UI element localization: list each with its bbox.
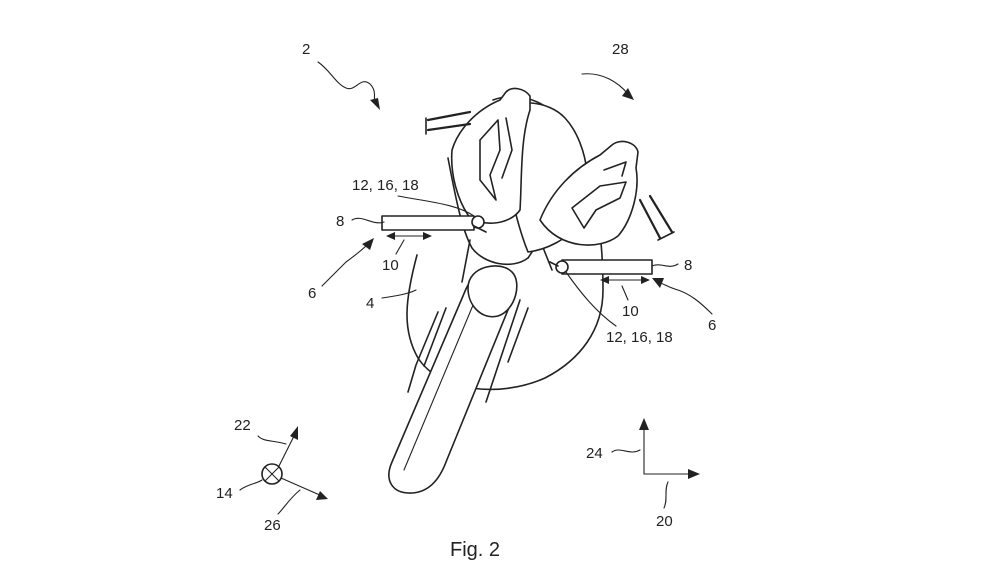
label-26: 26 [264,517,281,534]
label-14: 14 [216,485,233,502]
frame-horizontal-head [688,469,700,479]
leader-8-right [651,263,679,267]
label-28: 28 [612,41,629,58]
label-20: 20 [656,513,673,530]
axis-diagonal-head [316,491,328,500]
mirror-stalk-right-1 [638,198,662,240]
leader-2-head [370,98,380,110]
body-nose-left [447,157,529,266]
joint-right-link [549,261,559,267]
leader-joint-left [397,195,475,217]
label-24: 24 [586,445,603,462]
leader-14 [239,479,263,491]
label-joint-left: 12, 16, 18 [352,177,419,194]
headlight-hump [467,265,518,318]
axis-vertical-arrow [278,431,297,467]
label-8-left: 8 [336,213,344,230]
label-22: 22 [234,417,251,434]
headlight-lens-right [571,181,627,229]
leader-10-left [395,239,405,255]
leader-10-right [621,285,629,301]
label-6-left: 6 [308,285,316,302]
leader-6-left [321,243,369,287]
leader-6-right-head [652,278,664,288]
body-nose-center [461,239,471,283]
joint-left-link [473,225,487,233]
headlight-lens-left-inner [501,117,513,179]
axis-diagonal-arrow [280,477,323,497]
headlight-lens-right-inner [603,161,627,177]
fork-left [407,311,439,393]
fork-left-inner [423,307,447,367]
travel-arrow-left-head-b [423,232,432,240]
leader-6-right [657,281,713,315]
mirror-right-end [657,231,675,241]
wing-surface-right [561,259,653,275]
label-6-right: 6 [708,317,716,334]
fork-right-inner [507,307,529,363]
fork-right [485,299,521,403]
leader-20 [663,481,669,509]
leader-2 [317,61,377,105]
travel-arrow-left-head-a [386,232,395,240]
leader-22 [257,435,287,445]
headlight-housing-left [450,87,531,225]
label-10-left: 10 [382,257,399,274]
mirror-stalk-left-2 [426,122,472,132]
label-joint-right: 12, 16, 18 [606,329,673,346]
label-2: 2 [302,41,310,58]
leader-24 [611,449,641,453]
leader-8-left [351,217,385,224]
leader-26 [277,489,301,515]
label-8-right: 8 [684,257,692,274]
figure-caption: Fig. 2 [450,539,500,561]
mirror-stalk-left-1 [426,110,472,122]
leader-4 [381,289,417,299]
tire-inner-line [403,297,477,471]
axis-point-x2 [264,466,280,482]
mirror-stalk-right-2 [648,194,674,234]
leader-joint-right [565,271,617,327]
leader-28 [581,73,629,95]
travel-arrow-right-head-b [641,276,650,284]
joint-right [555,260,569,274]
frame-vertical-head [639,418,649,430]
headlight-lens-left [479,119,501,201]
label-4: 4 [366,295,374,312]
wing-surface-left [381,215,475,231]
leader-28-head [622,88,634,100]
label-10-right: 10 [622,303,639,320]
axis-vertical-head [290,426,298,440]
leader-6-left-head [362,238,374,250]
travel-arrow-right-head-a [600,276,609,284]
